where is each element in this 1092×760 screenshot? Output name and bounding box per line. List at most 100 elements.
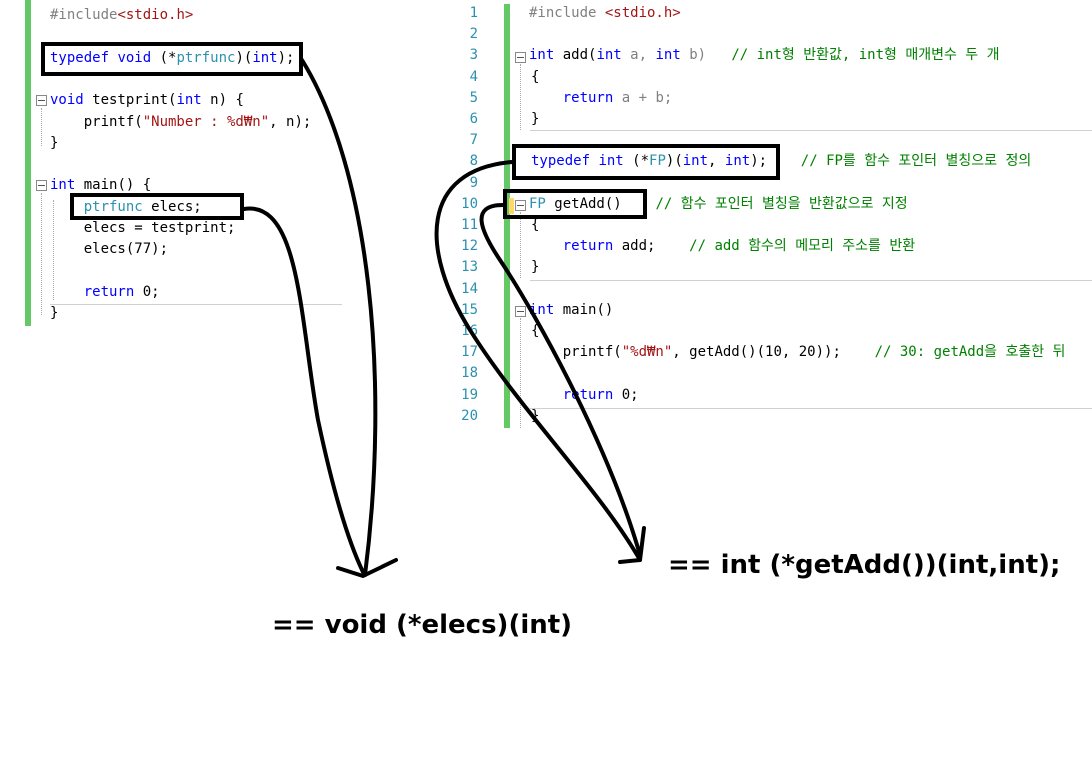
code-token: add( [554, 47, 597, 64]
code-token: elecs(77); [50, 241, 169, 258]
code-token: , getAdd()(10, 20)); [672, 344, 875, 361]
arrow-typedef-to-left-result [300, 58, 378, 577]
right-brace-guide-1 [520, 64, 521, 130]
code-token: int [655, 47, 681, 64]
code-line[interactable]: 17 printf("%d₩n", getAdd()(10, 20)); // … [440, 342, 1092, 363]
code-token: } [531, 111, 540, 127]
right-brace-guide-2 [520, 212, 521, 278]
line-number: 15 [461, 301, 478, 318]
code-token: elecs = testprint; [50, 220, 236, 236]
code-text: #include<stdio.h> [50, 5, 193, 26]
code-token: a, [621, 47, 656, 64]
line-number: 6 [469, 111, 478, 127]
code-line[interactable]: ptrfunc elecs; [0, 197, 342, 218]
code-token: getAdd() [545, 195, 656, 212]
code-token: } [531, 259, 540, 276]
fold-toggle-add[interactable] [515, 52, 526, 63]
code-line[interactable]: typedef void (*ptrfunc)(int); [0, 48, 342, 69]
code-token: { [531, 323, 540, 339]
right-equivalent-annotation: == int (*getAdd())(int,int); [668, 550, 1061, 580]
code-line[interactable]: 14 [440, 279, 1092, 300]
line-number: 1 [469, 5, 478, 21]
fold-toggle-getadd[interactable] [515, 200, 526, 211]
line-number: 7 [469, 132, 478, 149]
code-line[interactable]: 1 #include <stdio.h> [440, 3, 1092, 24]
arrow-getadd-to-right-result [479, 203, 642, 557]
arrow-elecs-to-left-result [242, 206, 365, 574]
code-token: #include [529, 5, 605, 21]
arrowhead-left [336, 558, 398, 578]
code-text: elecs(77); [50, 239, 168, 260]
code-token: , [708, 153, 725, 170]
code-line[interactable]: void testprint(int n) { [0, 90, 342, 111]
code-token: int [529, 47, 555, 64]
code-line[interactable]: 20} [440, 406, 1092, 427]
fold-toggle-main-left[interactable] [36, 180, 47, 191]
code-token: (* [623, 153, 650, 170]
code-token: // FP를 함수 포인터 별칭으로 정의 [800, 153, 1032, 170]
code-token: return [562, 238, 614, 255]
code-text: int add(int a, int b) // int형 반환값, int형 … [529, 45, 999, 66]
code-token: b) [680, 47, 732, 64]
code-token: int [724, 153, 751, 170]
left-code-editor[interactable]: #include<stdio.h> typedef void (*ptrfunc)… [0, 0, 342, 326]
code-line[interactable]: } [0, 303, 342, 324]
line-number: 19 [461, 386, 478, 403]
code-token: // 30: getAdd을 호출한 뒤 [874, 344, 1066, 361]
left-equivalent-annotation: == void (*elecs)(int) [272, 610, 573, 640]
code-text: } [50, 303, 58, 324]
code-token: { [531, 217, 540, 233]
code-token: , n); [269, 113, 312, 130]
code-line[interactable]: 9 [440, 173, 1092, 194]
code-token: ptrfunc [83, 198, 143, 215]
code-token: add; [613, 238, 690, 255]
code-line[interactable]: elecs = testprint; [0, 218, 342, 239]
code-text: elecs = testprint; [50, 218, 236, 239]
code-token: } [50, 305, 59, 322]
code-line[interactable]: 13} [440, 257, 1092, 278]
fold-toggle-testprint[interactable] [36, 95, 47, 106]
left-brace-guide-1 [41, 108, 42, 146]
line-number: 2 [469, 26, 478, 43]
code-line[interactable]: #include<stdio.h> [0, 5, 342, 26]
code-line[interactable]: int main() { [0, 175, 342, 196]
code-line[interactable]: printf("Number : %d₩n", n); [0, 112, 342, 133]
code-text: } [531, 109, 539, 130]
code-line[interactable]: 12 return add; // add 함수의 메모리 주소를 반환 [440, 236, 1092, 257]
code-text: } [531, 257, 539, 278]
code-token: main() [554, 301, 614, 318]
code-line[interactable]: 11 { [440, 215, 1092, 236]
code-token: "Number : %d₩n" [142, 113, 270, 130]
code-line[interactable]: 4{ [440, 67, 1092, 88]
code-line[interactable]: 6} [440, 109, 1092, 130]
line-number: 10 [461, 195, 478, 212]
code-token: } [531, 407, 540, 424]
fold-toggle-main-right[interactable] [515, 306, 526, 317]
code-token: // add 함수의 메모리 주소를 반환 [689, 238, 916, 255]
code-token: typedef [50, 49, 118, 66]
code-text: return 0; [50, 282, 160, 303]
highlight-ptrfunc-elecs [70, 193, 244, 220]
code-token: return [562, 89, 614, 106]
code-line[interactable]: 5 return a + b; [440, 88, 1092, 109]
code-text: } [50, 133, 58, 154]
code-line[interactable]: } [0, 133, 342, 154]
code-line[interactable]: return 0; [0, 282, 342, 303]
code-text: } [531, 406, 539, 427]
code-token: <stdio.h> [604, 5, 681, 21]
code-line[interactable]: 18 [440, 363, 1092, 384]
code-line[interactable]: 2 [440, 24, 1092, 45]
code-text: { [531, 67, 539, 88]
code-line[interactable]: 7 [440, 130, 1092, 151]
code-line[interactable]: elecs(77); [0, 239, 342, 260]
code-token: a + b; [613, 89, 673, 106]
code-token: <stdio.h> [117, 7, 194, 23]
code-token: ); [750, 153, 801, 170]
code-token: printf( [50, 113, 143, 130]
arrowhead-right [618, 526, 646, 564]
line-number: 11 [461, 217, 478, 233]
